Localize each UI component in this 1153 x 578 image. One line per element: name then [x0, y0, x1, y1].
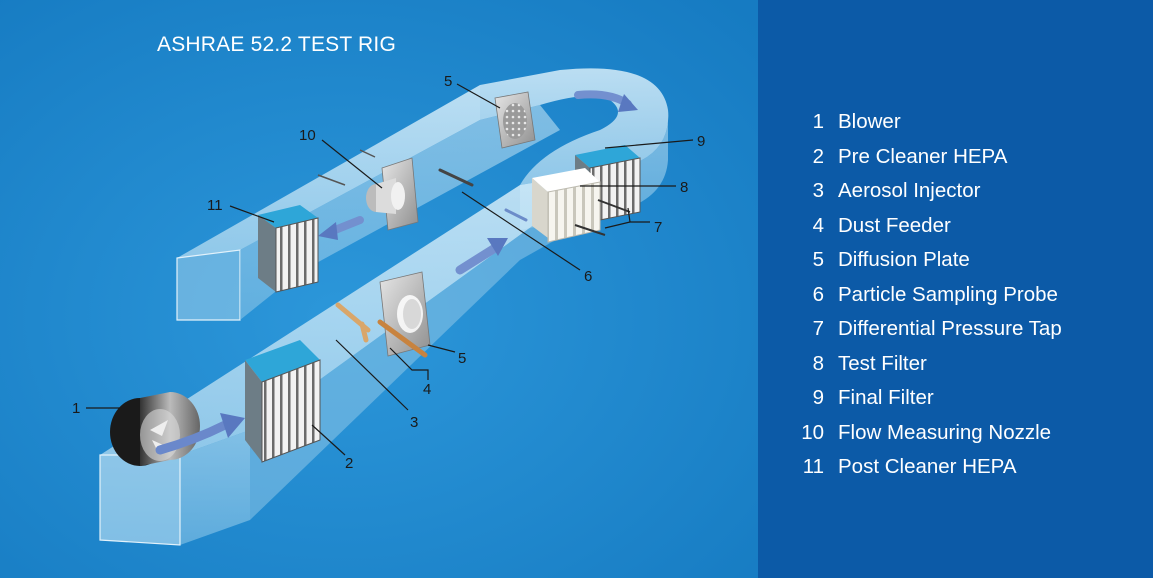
- callout-pre-cleaner: 2: [345, 455, 353, 472]
- callout-test-filter: 8: [680, 179, 688, 196]
- legend-label: Diffusion Plate: [838, 248, 970, 272]
- post-cleaner-hepa-illustration: [258, 205, 319, 293]
- legend-number: 4: [812, 213, 824, 237]
- airflow-arrows: [155, 90, 638, 455]
- aerosol-injector-illustration: [335, 302, 371, 343]
- legend-number: 11: [802, 455, 824, 479]
- legend-label: Differential Pressure Tap: [838, 317, 1062, 341]
- legend-item-aerosol-injector: 3 Aerosol Injector: [786, 174, 1062, 209]
- legend-number: 9: [812, 386, 824, 410]
- legend-label: Pre Cleaner HEPA: [838, 144, 1008, 168]
- callout-diffusion-plate-upper: 5: [444, 73, 452, 90]
- legend-label: Aerosol Injector: [838, 179, 981, 203]
- legend-label: Blower: [838, 110, 901, 134]
- legend-item-test-filter: 8 Test Filter: [786, 347, 1062, 382]
- legend-label: Post Cleaner HEPA: [838, 455, 1017, 479]
- legend-label: Final Filter: [838, 386, 934, 410]
- legend-item-sampling-probe: 6 Particle Sampling Probe: [786, 278, 1062, 313]
- legend-label: Flow Measuring Nozzle: [838, 420, 1052, 444]
- callout-final-filter: 9: [697, 133, 705, 150]
- legend-number: 1: [812, 110, 824, 134]
- callout-post-cleaner: 11: [207, 197, 223, 214]
- callout-dust-feeder: 4: [423, 381, 431, 398]
- legend-number: 2: [812, 144, 824, 168]
- legend-number: 3: [812, 179, 824, 203]
- callout-leaders: [86, 83, 694, 456]
- legend-label: Dust Feeder: [838, 213, 951, 237]
- legend-number: 5: [812, 248, 824, 272]
- callout-diffusion-plate-lower: 5: [458, 350, 466, 367]
- legend-number: 7: [812, 317, 824, 341]
- legend-item-pre-cleaner: 2 Pre Cleaner HEPA: [786, 140, 1062, 175]
- pre-cleaner-hepa-illustration: [245, 340, 321, 463]
- diffusion-plate-upper-illustration: [494, 91, 536, 149]
- legend-item-pressure-tap: 7 Differential Pressure Tap: [786, 312, 1062, 347]
- legend-number: 8: [812, 351, 824, 375]
- legend-item-blower: 1 Blower: [786, 105, 1062, 140]
- diffusion-plate-lower-illustration: [379, 271, 431, 357]
- callout-sampling-probe: 6: [584, 268, 592, 285]
- legend-item-final-filter: 9 Final Filter: [786, 381, 1062, 416]
- legend-item-dust-feeder: 4 Dust Feeder: [786, 209, 1062, 244]
- particle-sampling-probe-illustration: [438, 168, 528, 222]
- callout-blower: 1: [72, 400, 80, 417]
- legend-list: 1 Blower 2 Pre Cleaner HEPA 3 Aerosol Injec…: [786, 105, 1062, 485]
- callout-flow-nozzle: 10: [299, 127, 316, 144]
- legend-item-diffusion-plate: 5 Diffusion Plate: [786, 243, 1062, 278]
- legend-label: Test Filter: [838, 351, 927, 375]
- legend-item-flow-nozzle: 10 Flow Measuring Nozzle: [786, 416, 1062, 451]
- legend-panel: 1 Blower 2 Pre Cleaner HEPA 3 Aerosol Injec…: [758, 0, 1153, 578]
- callout-aerosol-injector: 3: [410, 414, 418, 431]
- legend-number: 6: [812, 282, 824, 306]
- dust-feeder-illustration: [377, 319, 428, 358]
- legend-label: Particle Sampling Probe: [838, 282, 1058, 306]
- test-filter-illustration: [532, 168, 601, 243]
- legend-item-post-cleaner: 11 Post Cleaner HEPA: [786, 450, 1062, 485]
- callout-pressure-tap: 7: [654, 219, 662, 236]
- pressure-tap-illustration: [317, 149, 631, 236]
- diagram-title: ASHRAE 52.2 TEST RIG: [157, 33, 396, 56]
- legend-number: 10: [801, 420, 824, 444]
